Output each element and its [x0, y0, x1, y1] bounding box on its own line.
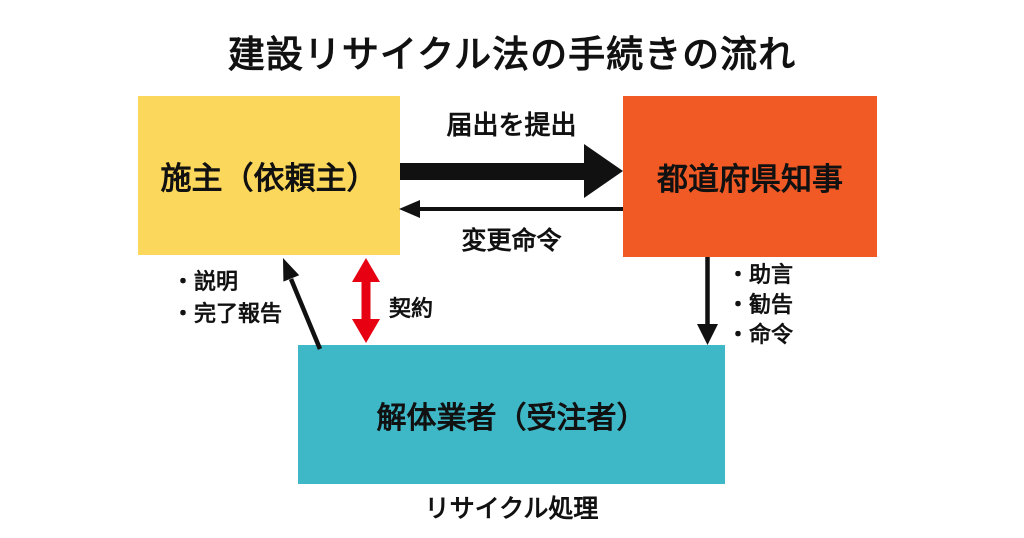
edge-label-submit-notification: 届出を提出 [446, 110, 577, 140]
node-governor-label: 都道府県知事 [657, 162, 843, 197]
edge-label-completion-report: ・完了報告 [172, 301, 283, 326]
arrow-contract [352, 258, 380, 343]
diagram-title: 建設リサイクル法の手続きの流れ [227, 34, 797, 75]
edge-label-contract: 契約 [389, 296, 434, 321]
node-client-label: 施主（依頼主） [160, 161, 378, 196]
edge-label-order: ・命令 [727, 322, 794, 347]
edge-label-advice: ・助言 [727, 262, 794, 287]
arrow-submit-notification [400, 144, 623, 198]
edge-label-change-order: 変更命令 [461, 227, 562, 255]
node-client: 施主（依頼主） [138, 96, 400, 255]
node-contractor: 解体業者（受注者） [298, 345, 725, 484]
arrow-governor-actions [697, 257, 718, 345]
edge-label-explanation: ・説明 [172, 269, 239, 294]
node-contractor-label: 解体業者（受注者） [376, 401, 647, 435]
footer-recycling-label: リサイクル処理 [424, 495, 599, 523]
arrow-change-order [399, 200, 623, 218]
edge-label-recommendation: ・勧告 [727, 292, 794, 317]
arrow-report-to-client [283, 258, 323, 350]
edge-label-report-to-client: ・説明 ・完了報告 [172, 266, 282, 330]
node-governor: 都道府県知事 [623, 96, 877, 257]
edge-label-governor-actions: ・助言 ・勧告 ・命令 [727, 260, 793, 350]
